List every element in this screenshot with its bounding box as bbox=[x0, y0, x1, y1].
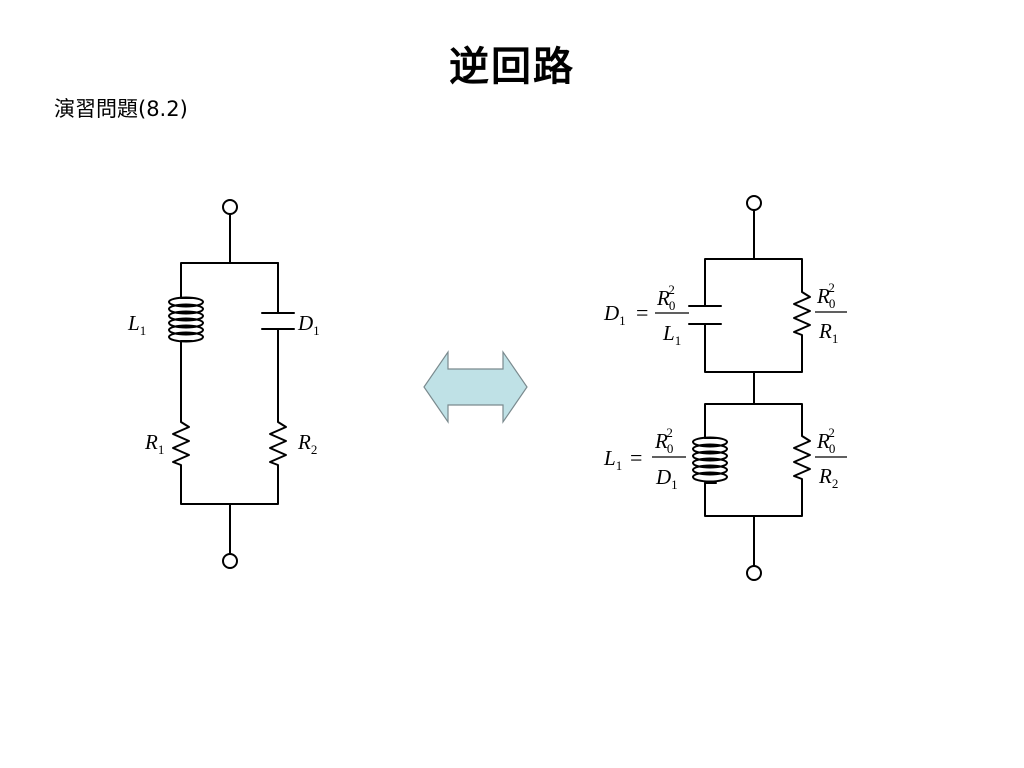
left-circuit: L1 D1 R1 R2 bbox=[127, 199, 320, 569]
label-d1: D1 bbox=[297, 311, 320, 338]
left-bottom-terminal bbox=[222, 553, 238, 569]
left-resistor-r1 bbox=[172, 415, 190, 471]
svg-text:L1: L1 bbox=[662, 321, 681, 348]
r1-fraction-label: R02 R1 bbox=[815, 280, 847, 346]
svg-text:R02: R02 bbox=[654, 425, 673, 456]
right-capacitor bbox=[688, 305, 722, 325]
double-arrow-icon bbox=[423, 350, 528, 424]
svg-text:R02: R02 bbox=[816, 280, 835, 311]
svg-text:=: = bbox=[630, 445, 642, 470]
left-capacitor-d1 bbox=[261, 312, 295, 330]
svg-text:D1: D1 bbox=[603, 301, 626, 328]
right-inductor bbox=[692, 436, 728, 484]
label-l1: L1 bbox=[127, 311, 146, 338]
exercise-label: 演習問題(8.2) bbox=[54, 97, 188, 121]
svg-text:R02: R02 bbox=[816, 425, 835, 456]
right-bottom-terminal bbox=[746, 565, 762, 581]
slide-title: 逆回路 bbox=[449, 44, 575, 90]
left-top-terminal bbox=[222, 199, 238, 215]
right-resistor-bottom bbox=[793, 429, 811, 485]
svg-text:D1: D1 bbox=[655, 465, 678, 492]
svg-text:=: = bbox=[636, 300, 648, 325]
right-resistor-top bbox=[793, 286, 811, 340]
right-circuit: D1 = R02 L1 R02 R1 L1 = R02 D1 R02 R2 bbox=[603, 195, 847, 581]
right-top-terminal bbox=[746, 195, 762, 211]
left-resistor-r2 bbox=[269, 415, 287, 471]
svg-text:R1: R1 bbox=[818, 319, 838, 346]
svg-text:R02: R02 bbox=[656, 282, 675, 313]
d1-formula: D1 = R02 L1 bbox=[603, 282, 689, 348]
r2-fraction-label: R02 R2 bbox=[815, 425, 847, 491]
label-r1: R1 bbox=[144, 430, 164, 457]
svg-text:L1: L1 bbox=[603, 446, 622, 473]
label-r2: R2 bbox=[297, 430, 317, 457]
left-wires bbox=[180, 213, 279, 555]
l1-formula: L1 = R02 D1 bbox=[603, 425, 686, 492]
right-wires bbox=[704, 209, 803, 567]
svg-text:R2: R2 bbox=[818, 464, 838, 491]
left-inductor-l1 bbox=[168, 296, 204, 343]
